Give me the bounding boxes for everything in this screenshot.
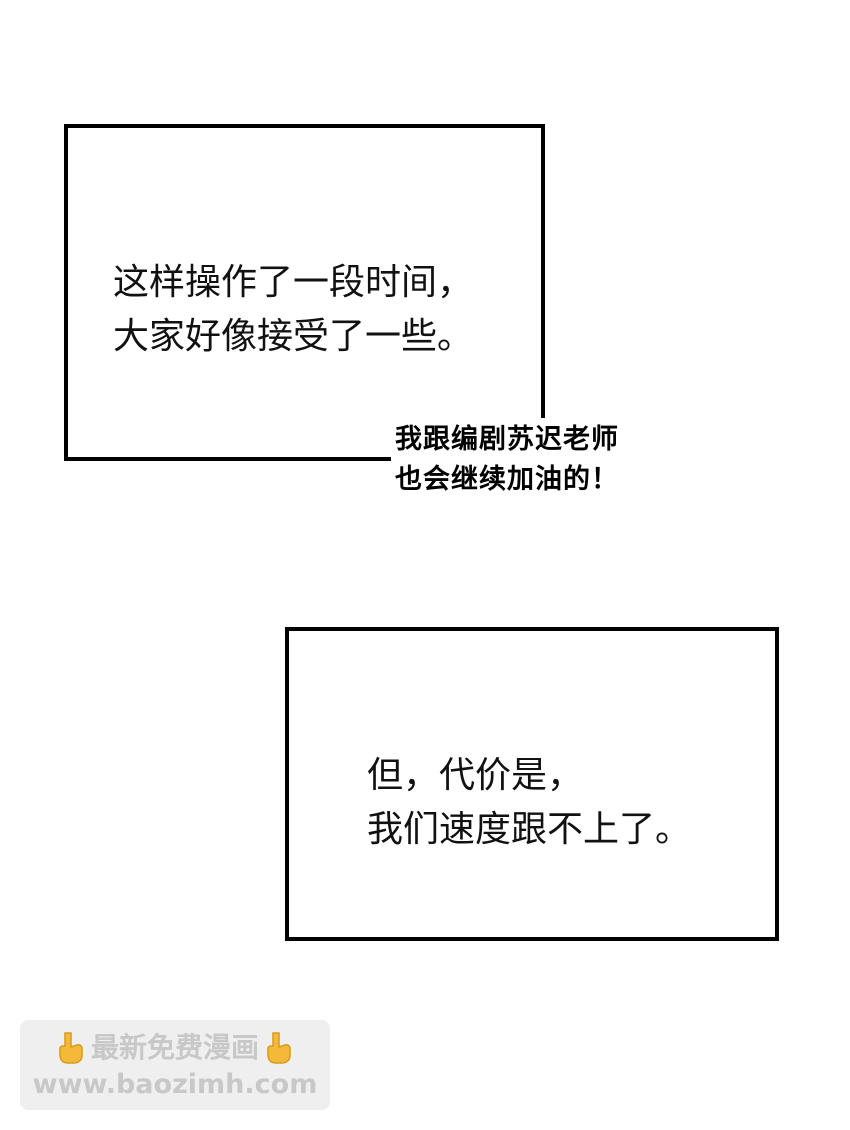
panel-1-caption-line-2: 大家好像接受了一些。 xyxy=(113,316,474,357)
watermark-url: www.baozimh.com xyxy=(32,1069,318,1100)
author-note: 我跟编剧苏迟老师 也会继续加油的！ xyxy=(391,418,623,502)
panel-1-caption: 这样操作了一段时间， 大家好像接受了一些。 xyxy=(113,256,473,364)
pointing-down-hand-icon xyxy=(263,1031,295,1065)
comic-panel-1: 这样操作了一段时间， 大家好像接受了一些。 xyxy=(64,124,545,461)
watermark-title: 最新免费漫画 xyxy=(90,1031,259,1064)
author-note-line-2: 也会继续加油的！ xyxy=(395,464,619,495)
panel-2-caption-line-2: 我们速度跟不上了。 xyxy=(367,809,692,850)
watermark-title-row: 最新免费漫画 xyxy=(20,1030,330,1066)
panel-1-caption-line-1: 这样操作了一段时间， xyxy=(113,262,474,303)
comic-panel-2: 但，代价是， 我们速度跟不上了。 xyxy=(285,627,779,941)
panel-2-caption-line-1: 但，代价是， xyxy=(367,755,584,796)
panel-2-caption: 但，代价是， 我们速度跟不上了。 xyxy=(367,749,691,857)
pointing-down-hand-icon xyxy=(55,1031,87,1065)
site-watermark: 最新免费漫画 www.baozimh.com xyxy=(20,1020,330,1110)
author-note-line-1: 我跟编剧苏迟老师 xyxy=(395,424,619,455)
